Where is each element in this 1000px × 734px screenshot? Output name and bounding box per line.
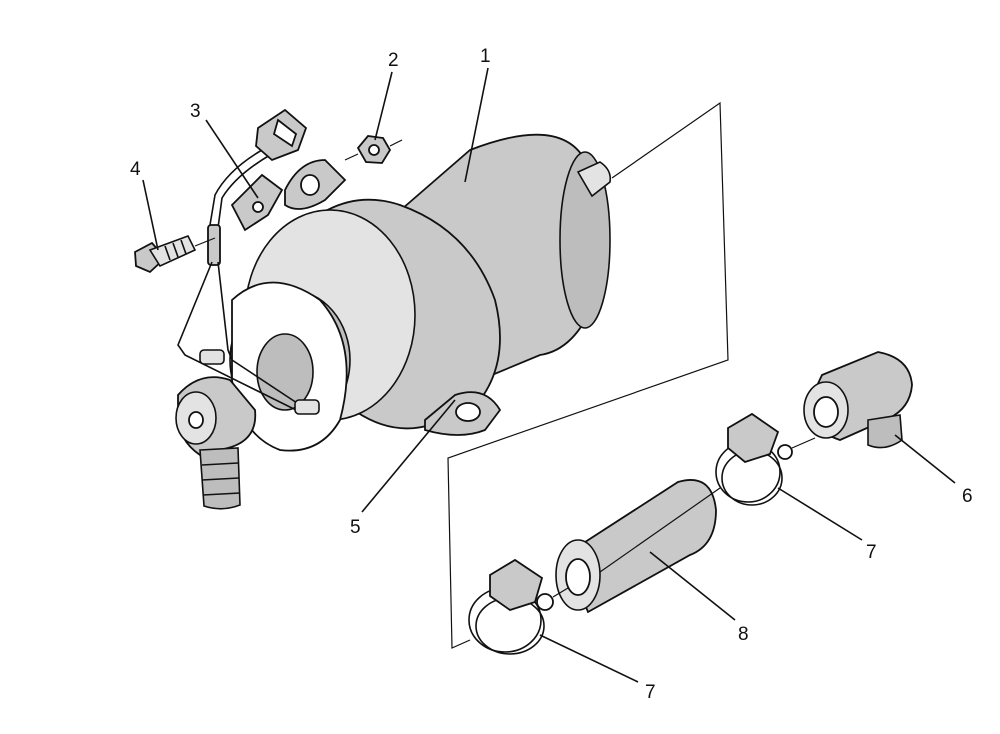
callout-labels: 1 2 3 4 5 6 7 7 8 [130,46,973,703]
fuel-pump-body [229,133,612,452]
elbow-fitting [803,351,913,449]
fuel-hose [555,479,721,614]
mounting-nut [344,135,403,164]
callout-5: 5 [350,517,361,538]
leader-lines [142,67,956,683]
callout-1: 1 [480,46,491,67]
mounting-bolt [134,235,216,274]
hose-clamp-upper [715,412,816,506]
ground-terminal [230,173,284,232]
callout-7-lower: 7 [645,682,656,703]
callout-4: 4 [130,159,141,180]
callout-7-upper: 7 [866,542,877,563]
wiring-harness [177,149,320,415]
callout-2: 2 [388,50,399,71]
hose-clamp-lower [468,558,569,655]
callout-8: 8 [738,624,749,645]
callout-3: 3 [190,101,201,122]
callout-6: 6 [962,486,973,507]
outlet-fitting [175,376,257,510]
assembly-outline [447,101,729,649]
electrical-connector [255,108,308,162]
